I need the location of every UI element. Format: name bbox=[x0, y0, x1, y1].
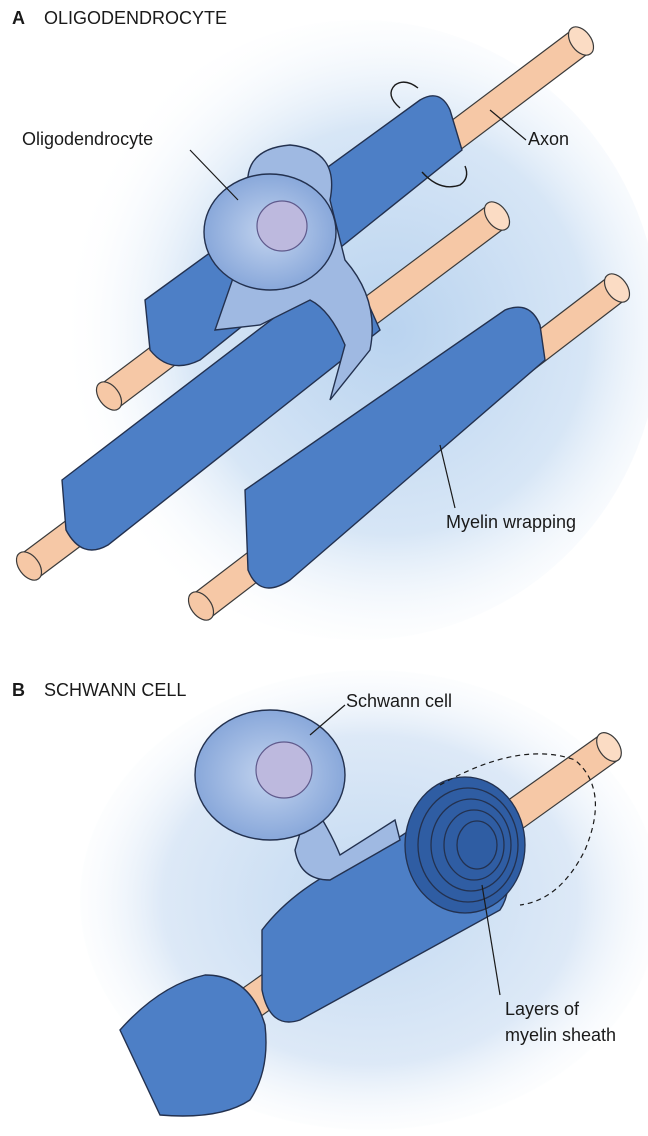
leader-schwann-cell bbox=[309, 704, 346, 736]
schwann-nucleus bbox=[255, 741, 313, 799]
panel-b: B SCHWANN CELL Schwann cell Layers o bbox=[12, 670, 648, 1130]
myelin-segment-3 bbox=[244, 306, 546, 589]
label-axon: Axon bbox=[528, 129, 569, 149]
leader-layers bbox=[481, 884, 501, 996]
leader-oligodendrocyte bbox=[189, 149, 239, 201]
myelin-layers-spiral bbox=[404, 776, 526, 914]
wrap-arrow-upper bbox=[390, 81, 419, 109]
panel-a-letter: A bbox=[12, 8, 25, 28]
panel-a-title: OLIGODENDROCYTE bbox=[44, 8, 227, 28]
panel-a: A OLIGODENDROCYTE bbox=[12, 8, 648, 640]
dashed-extension-outline bbox=[439, 753, 596, 906]
label-oligodendrocyte: Oligodendrocyte bbox=[22, 129, 153, 149]
panel-b-title: SCHWANN CELL bbox=[44, 680, 186, 700]
leader-myelin-wrapping bbox=[439, 444, 456, 509]
label-schwann-cell: Schwann cell bbox=[346, 691, 452, 711]
wrap-arrow-lower bbox=[421, 165, 468, 188]
myelin-segment-left bbox=[119, 974, 267, 1117]
label-layers-line1: Layers of bbox=[505, 999, 580, 1019]
leader-axon bbox=[489, 109, 527, 141]
label-layers-line2: myelin sheath bbox=[505, 1025, 616, 1045]
label-myelin-wrapping: Myelin wrapping bbox=[446, 512, 576, 532]
oligodendrocyte-nucleus bbox=[256, 200, 308, 252]
panel-b-letter: B bbox=[12, 680, 25, 700]
